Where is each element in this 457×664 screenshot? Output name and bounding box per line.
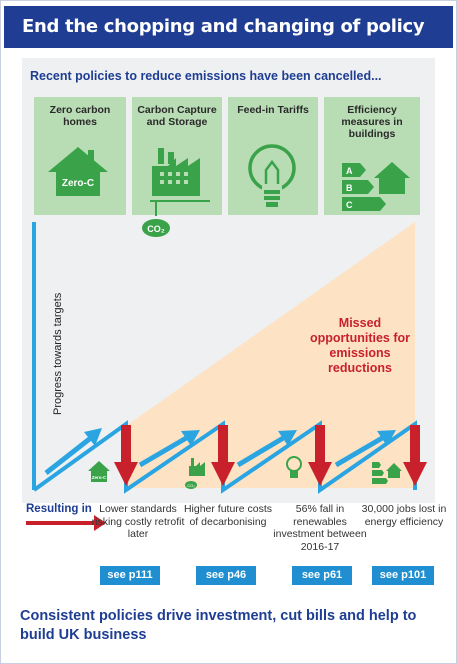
page-title: End the chopping and changing of policy — [22, 16, 425, 37]
house-label: Zero-C — [62, 178, 94, 189]
see-page-link[interactable]: see p61 — [292, 566, 352, 585]
mini-factory-icon: CO₂ — [185, 458, 205, 489]
energy-rating-icon: A B C — [342, 162, 410, 211]
panel-subtitle: Recent policies to reduce emissions have… — [30, 69, 382, 83]
outcome-text: Lower standards risking costly retrofit … — [91, 503, 185, 540]
see-page-link[interactable]: see p111 — [100, 566, 160, 585]
policy-card-efficiency-measures: Efficiency measures in buildings — [324, 97, 420, 215]
mini-house-label: Zero-C — [92, 475, 107, 480]
rating-letter: C — [346, 200, 353, 210]
outcome-text: 56% fall in renewables investment betwee… — [273, 503, 367, 553]
policy-label: Carbon Capture and Storage — [137, 104, 217, 128]
policy-label: Efficiency measures in buildings — [341, 104, 403, 140]
red-down-arrows — [114, 425, 427, 486]
footer-message: Consistent policies drive investment, cu… — [20, 608, 417, 643]
rating-letter: A — [346, 166, 353, 176]
factory-icon: CO₂ — [142, 148, 210, 237]
policy-label: Feed-in Tariffs — [237, 104, 309, 116]
resulting-arrow — [26, 515, 106, 531]
co2-label: CO₂ — [147, 224, 165, 234]
mini-lightbulb-icon — [286, 456, 302, 478]
header-banner: End the chopping and changing of policy — [4, 6, 453, 48]
mini-energy-rating-icon — [372, 462, 402, 484]
missed-opportunity-area — [126, 222, 415, 488]
mini-house-icon: Zero-C — [88, 461, 110, 482]
rating-letter: B — [346, 183, 353, 193]
see-page-link[interactable]: see p101 — [372, 566, 434, 585]
see-page-link[interactable]: see p46 — [196, 566, 256, 585]
y-axis-label: Progress towards targets — [52, 292, 64, 415]
outcome-text: Higher future costs of decarbonising — [183, 503, 273, 528]
lightbulb-icon — [248, 144, 296, 208]
outcome-text: 30,000 jobs lost in energy efficiency — [361, 503, 447, 528]
mini-co2-label: CO₂ — [187, 483, 195, 488]
house-icon: Zero-C — [48, 147, 108, 196]
policy-label: Zero carbon homes — [49, 104, 111, 128]
resulting-in-label: Resulting in — [26, 503, 92, 515]
progress-arrows — [44, 428, 396, 475]
missed-opportunities-label: Missed opportunities for emissions reduc… — [310, 316, 410, 375]
